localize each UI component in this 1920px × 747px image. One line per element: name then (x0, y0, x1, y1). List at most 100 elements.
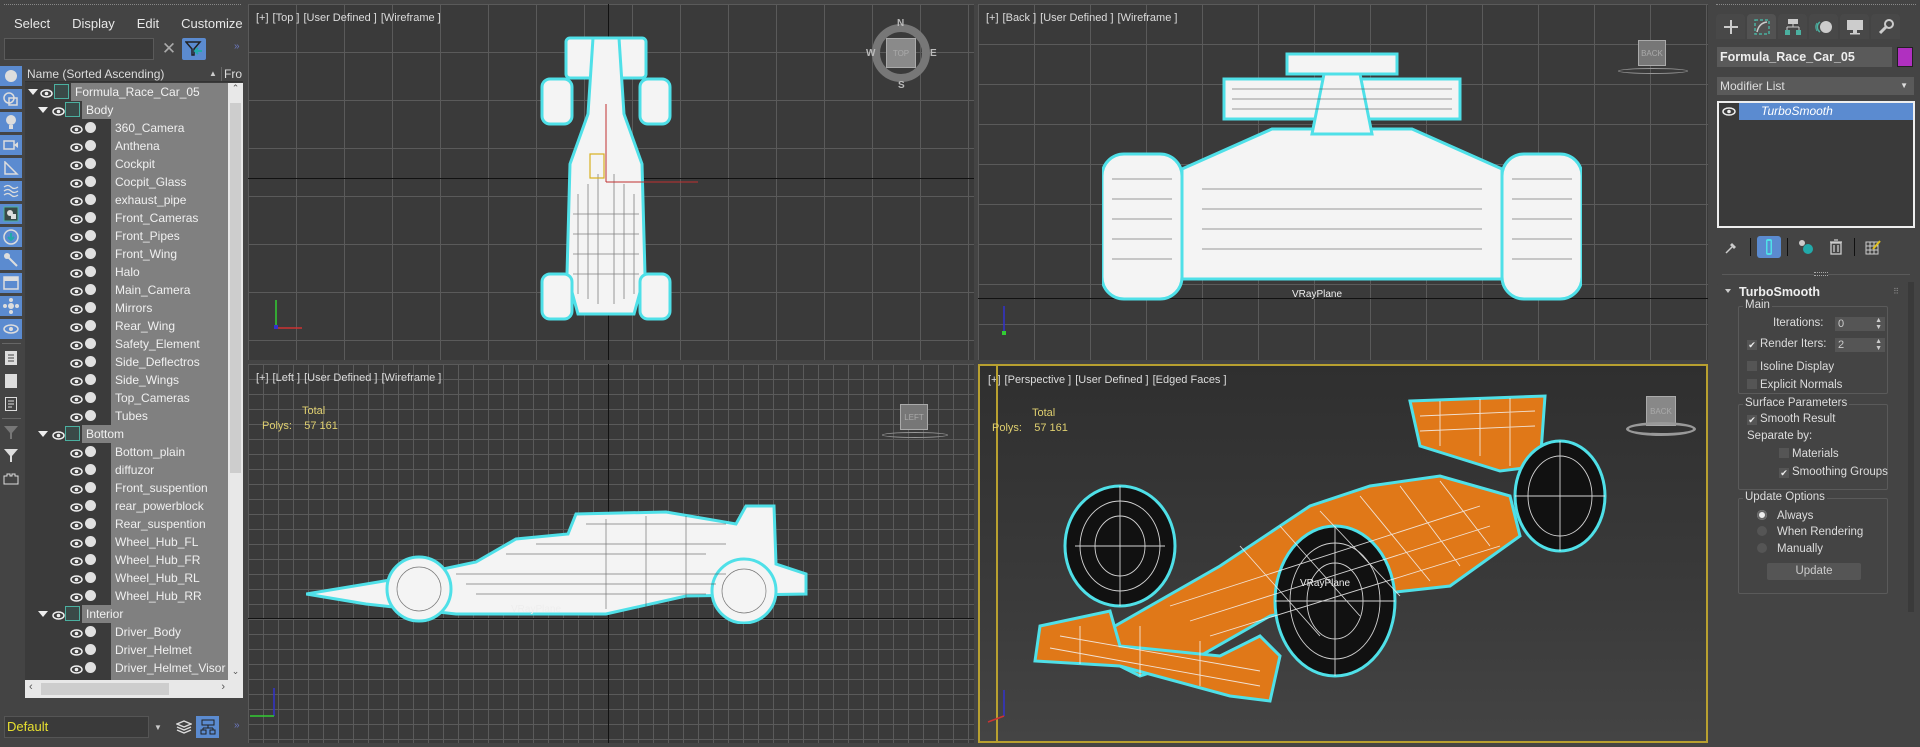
spinner-arrows-icon[interactable]: ▲▼ (1875, 338, 1882, 352)
rollout-drag-handle[interactable]: ⠿ (1893, 287, 1899, 296)
display-xrefs-icon[interactable] (0, 227, 22, 247)
tree-object-row[interactable]: Top_Cameras (25, 389, 228, 407)
explicit-normals-checkbox[interactable]: Explicit Normals (1747, 379, 1842, 391)
modifier-stack-item[interactable]: TurboSmooth (1719, 103, 1913, 120)
layer-dropdown[interactable]: Default (4, 716, 149, 738)
viewport-shading-button[interactable]: [Wireframe ] (381, 372, 442, 384)
spinner-arrows-icon[interactable]: ▲▼ (1875, 317, 1882, 331)
menu-customize[interactable]: Customize (181, 16, 243, 31)
modify-tab[interactable] (1747, 14, 1776, 39)
chevron-down-icon[interactable]: ▼ (154, 723, 162, 732)
eye-icon[interactable] (70, 411, 83, 422)
viewport-label[interactable]: [+][Perspective ][User Defined ][Edged F… (988, 374, 1231, 386)
viewport-view-button[interactable]: [Back ] (1002, 12, 1037, 24)
eye-icon[interactable] (70, 447, 83, 458)
eye-icon[interactable] (70, 483, 83, 494)
eye-icon[interactable] (70, 141, 83, 152)
update-when-rendering-radio[interactable]: When Rendering (1757, 526, 1863, 538)
eye-icon[interactable] (52, 429, 65, 440)
panel-divider[interactable] (1722, 272, 1910, 276)
eye-icon[interactable] (70, 393, 83, 404)
tree-object-row[interactable]: Driver_Helmet (25, 641, 228, 659)
viewport-camera-button[interactable]: [User Defined ] (304, 372, 378, 384)
display-groups-icon[interactable] (0, 204, 22, 224)
viewport-shading-button[interactable]: [Edged Faces ] (1152, 374, 1227, 386)
tree-object-row[interactable]: Rear_Wing (25, 317, 228, 335)
select-all-icon[interactable] (0, 348, 22, 368)
expand-triangle-icon[interactable] (38, 431, 48, 437)
display-spacewarps-icon[interactable] (0, 181, 22, 201)
panel-grip[interactable] (4, 4, 241, 7)
viewport-view-button[interactable]: [Left ] (272, 372, 301, 384)
panel-grip[interactable] (1716, 4, 1916, 5)
eye-icon[interactable] (70, 123, 83, 134)
tree-object-row[interactable]: Anthena (25, 137, 228, 155)
viewcube[interactable]: LEFT (900, 404, 928, 430)
eye-icon[interactable] (70, 555, 83, 566)
update-always-radio[interactable]: Always (1757, 510, 1813, 522)
scroll-thumb[interactable] (41, 683, 169, 695)
viewport-menu-button[interactable]: [+] (988, 374, 1001, 386)
frozen-column-header[interactable]: Fro: (221, 66, 243, 81)
filter-icon[interactable] (0, 446, 22, 466)
more-icon[interactable]: » (234, 41, 240, 52)
tree-object-row[interactable]: Front_Pipes (25, 227, 228, 245)
more-icon[interactable]: » (234, 720, 240, 731)
scroll-right-icon[interactable]: › (221, 681, 225, 693)
update-manually-radio[interactable]: Manually (1757, 543, 1823, 555)
eye-icon[interactable] (70, 249, 83, 260)
viewcube-face[interactable]: TOP (886, 38, 916, 68)
menu-edit[interactable]: Edit (136, 16, 160, 31)
tree-object-row[interactable]: Wheel_Hub_FL (25, 533, 228, 551)
tree-object-row[interactable]: Front_suspention (25, 479, 228, 497)
configure-modifier-sets-button[interactable] (1861, 236, 1885, 258)
viewcube-ring[interactable] (1618, 68, 1688, 74)
find-filter-icon[interactable] (0, 423, 22, 443)
tree-object-row[interactable]: Driver_Body (25, 623, 228, 641)
viewport-perspective[interactable]: [+][Perspective ][User Defined ][Edged F… (978, 364, 1708, 743)
tree-object-row[interactable]: Bottom_plain (25, 443, 228, 461)
tree-object-row[interactable]: Safety_Element (25, 335, 228, 353)
pin-stack-button[interactable] (1720, 236, 1744, 258)
smooth-result-checkbox[interactable]: ✔Smooth Result (1747, 413, 1836, 425)
materials-checkbox[interactable]: Materials (1779, 448, 1839, 460)
tree-object-row[interactable]: diffuzor (25, 461, 228, 479)
modifier-list-dropdown[interactable]: Modifier List ▼ (1717, 77, 1914, 95)
scroll-thumb[interactable] (230, 103, 241, 473)
menu-display[interactable]: Display (72, 16, 115, 31)
tree-object-row[interactable]: Side_Wings (25, 371, 228, 389)
display-cameras-icon[interactable] (0, 135, 22, 155)
tree-group-row[interactable]: Interior (25, 605, 228, 623)
display-bones-icon[interactable] (0, 250, 22, 270)
display-particles-icon[interactable] (0, 296, 22, 316)
eye-icon[interactable] (70, 195, 83, 206)
display-frozen-icon[interactable] (0, 319, 22, 339)
object-color-swatch[interactable] (1897, 47, 1913, 67)
tree-group-row[interactable]: Body (25, 101, 228, 119)
make-unique-button[interactable] (1794, 236, 1818, 258)
remove-modifier-button[interactable] (1824, 236, 1848, 258)
display-geometry-icon[interactable] (0, 66, 22, 86)
eye-icon[interactable] (70, 321, 83, 332)
tree-object-row[interactable]: Halo (25, 263, 228, 281)
create-tab[interactable] (1716, 14, 1745, 39)
viewport-view-button[interactable]: [Top ] (272, 12, 300, 24)
tree-group-row[interactable]: Formula_Race_Car_05 (25, 83, 228, 101)
render-iters-checkbox[interactable]: ✔Render Iters: (1747, 338, 1827, 350)
eye-icon[interactable] (40, 87, 53, 98)
command-panel-scrollbar[interactable] (1908, 282, 1914, 612)
tree-object-row[interactable]: Wheel_Hub_FR (25, 551, 228, 569)
clear-search-icon[interactable]: ✕ (161, 39, 177, 58)
viewport-label[interactable]: [+][Top ][User Defined ][Wireframe ] (256, 12, 445, 24)
eye-icon[interactable] (70, 303, 83, 314)
viewport-label[interactable]: [+][Back ][User Defined ][Wireframe ] (986, 12, 1181, 24)
eye-icon[interactable] (70, 159, 83, 170)
smoothing-groups-checkbox[interactable]: ✔Smoothing Groups (1779, 466, 1888, 478)
eye-icon[interactable] (70, 465, 83, 476)
select-invert-icon[interactable] (0, 394, 22, 414)
display-helpers-icon[interactable] (0, 158, 22, 178)
eye-icon[interactable] (70, 267, 83, 278)
tree-object-row[interactable]: Side_Deflectros (25, 353, 228, 371)
eye-icon[interactable] (70, 591, 83, 602)
eye-icon[interactable] (70, 537, 83, 548)
